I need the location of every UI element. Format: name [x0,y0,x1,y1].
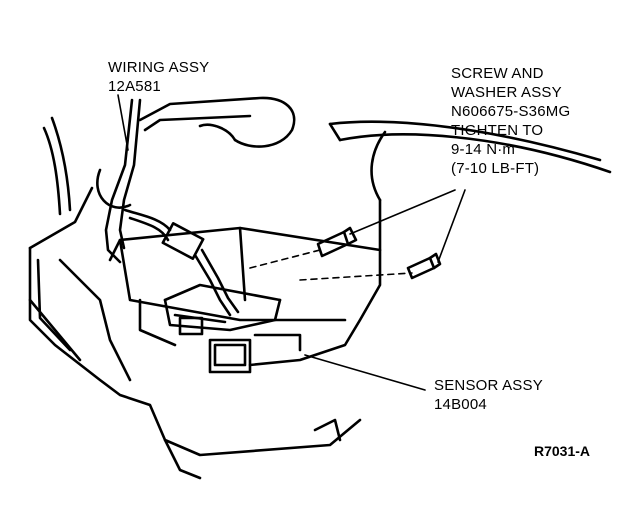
side-panel [28,116,362,480]
figure-id: R7031-A [534,443,591,459]
sensor-body [163,283,282,336]
wiring-assy-name: WIRING ASSY [108,59,210,76]
torque-value-metric: 9-14 N·m [451,141,516,158]
torque-instruction: TIGHTEN TO [451,122,544,139]
sensor-assy-callout: SENSOR ASSY 14B004 [434,376,543,414]
screw-lower [406,252,442,280]
housing-base [108,226,382,374]
wiring-assy-part-number: 12A581 [108,78,161,95]
sensor-assy-name: SENSOR ASSY [434,377,543,394]
mounting-strap [138,96,296,148]
wiring-assy-callout: WIRING ASSY 12A581 [108,58,209,96]
wiring-harness [96,98,240,317]
screw-upper [316,226,358,258]
screw-washer-callout: SCREW AND WASHER ASSY N606675-S36MG TIGH… [451,64,570,178]
torque-value-imperial: (7-10 LB-FT) [451,160,540,177]
upper-frame [328,120,612,252]
screw-part-number: N606675-S36MG [451,103,571,120]
screw-callout-line-2: WASHER ASSY [451,84,562,101]
sensor-assy-part-number: 14B004 [434,396,487,413]
screw-callout-line-1: SCREW AND [451,65,544,82]
leader-lines [117,94,466,391]
